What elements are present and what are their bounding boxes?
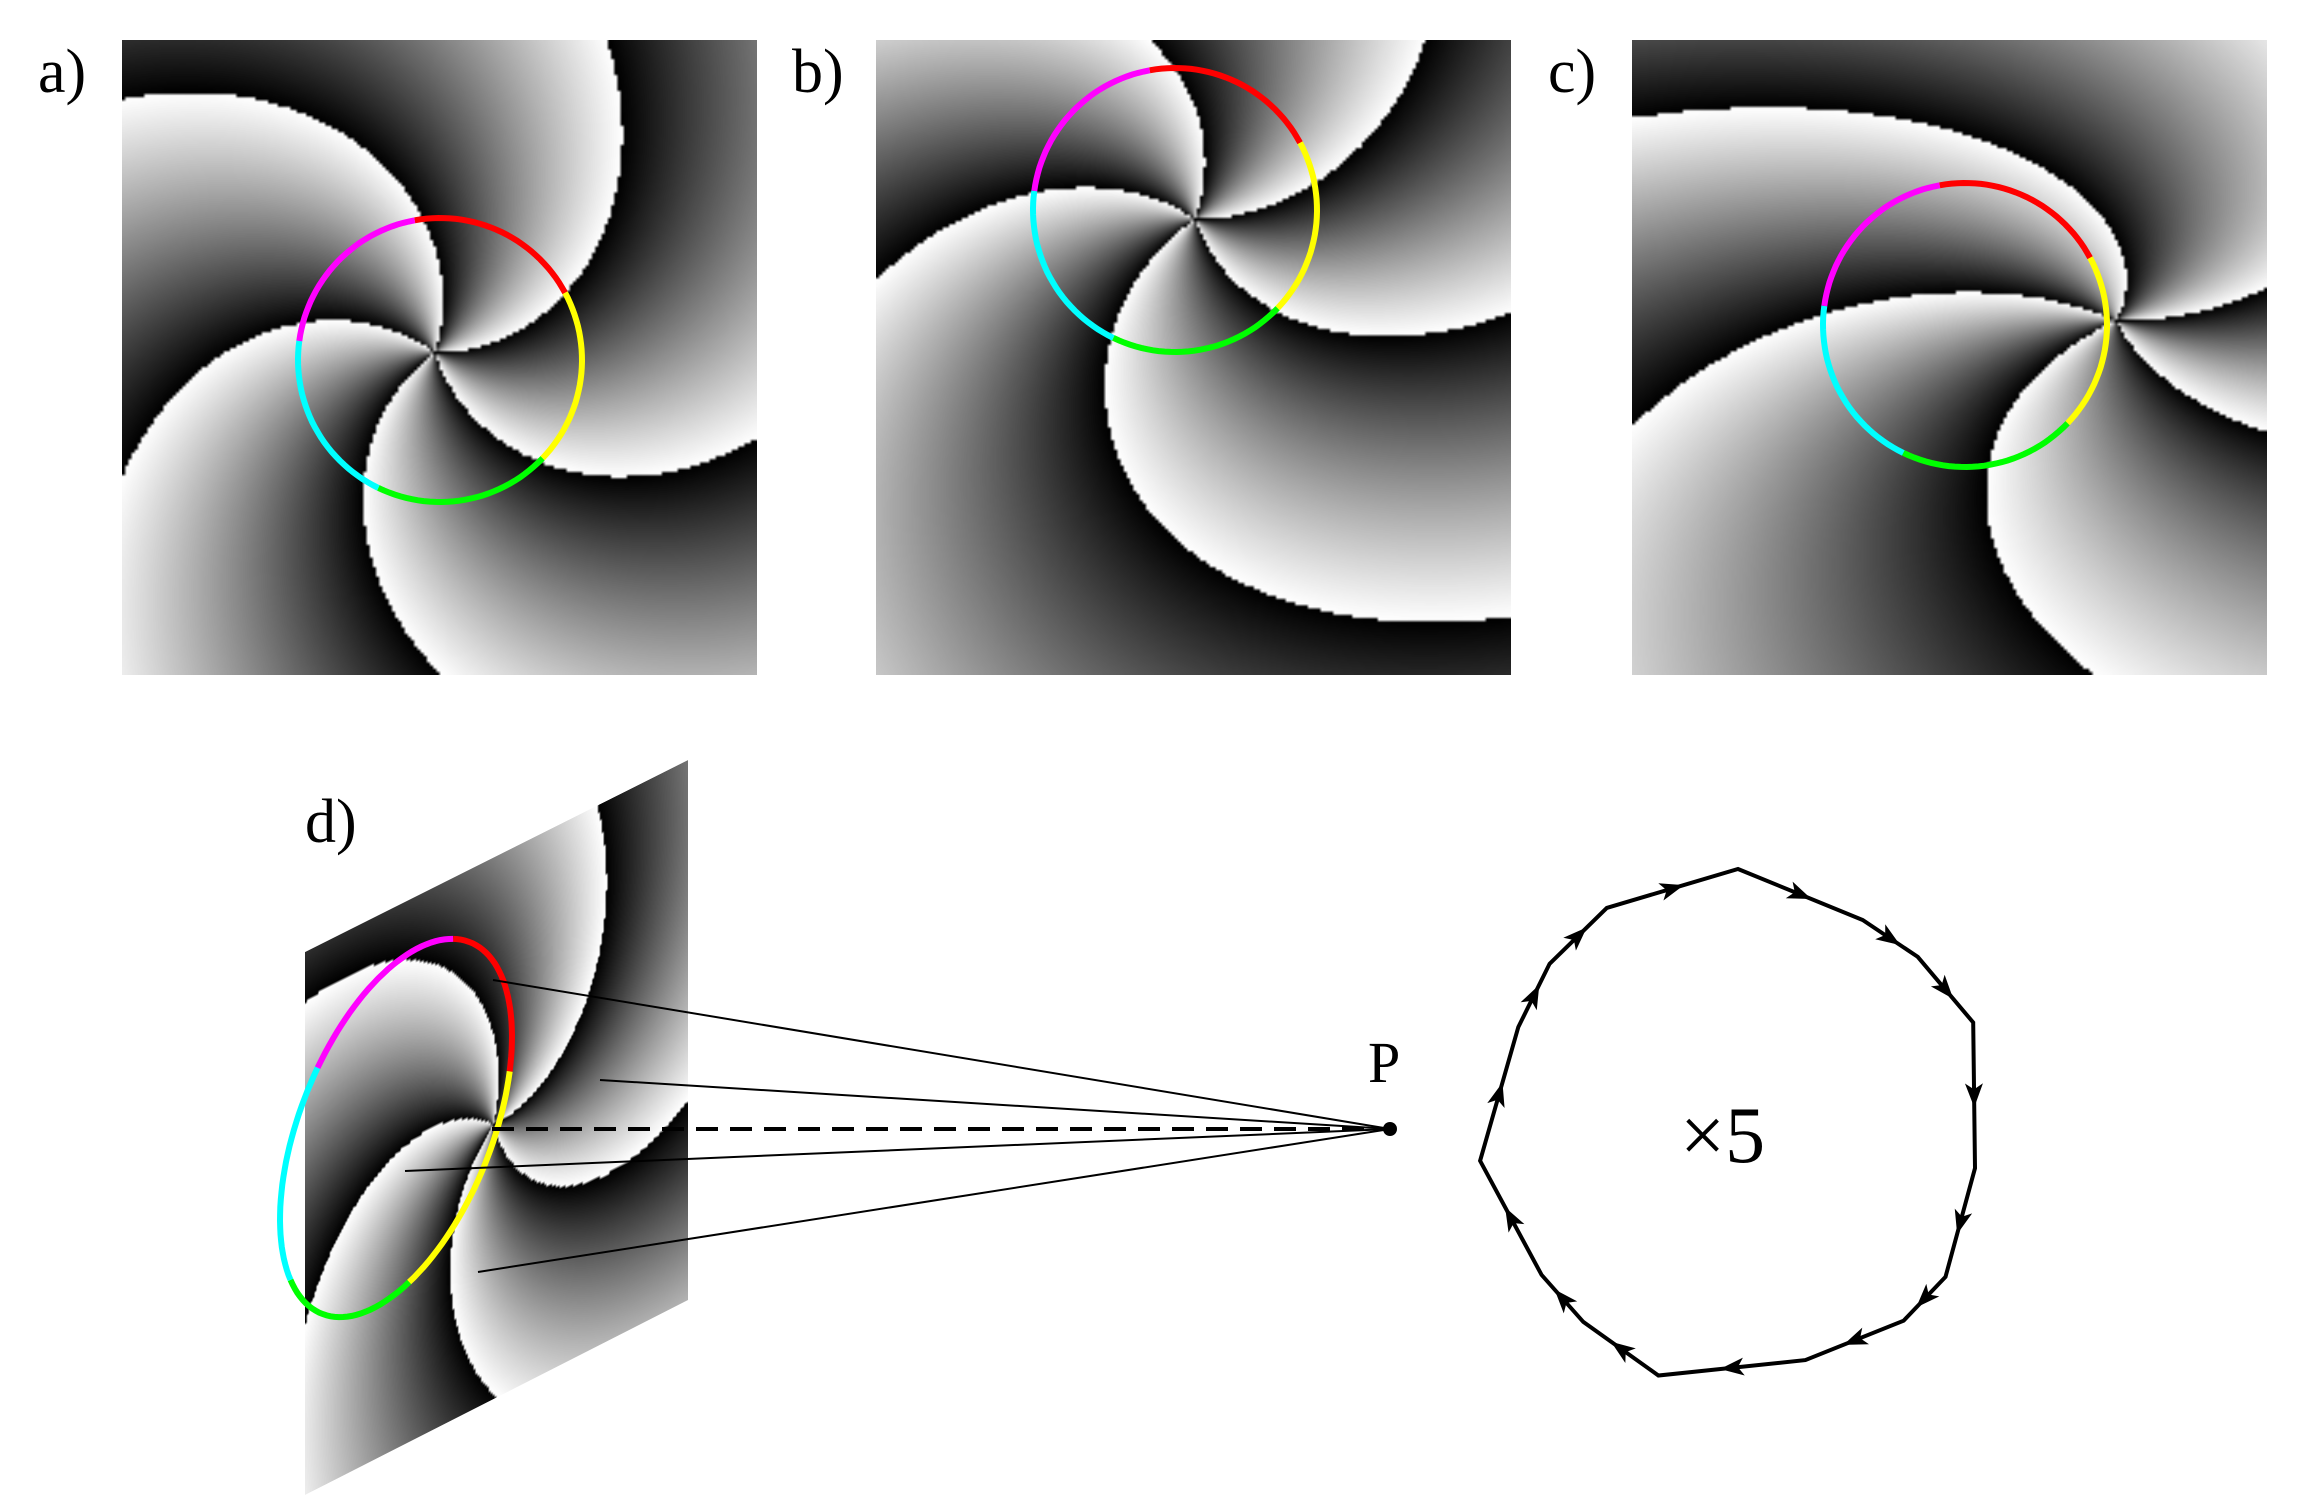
projection-line [477, 1128, 1391, 1273]
arrowhead [1520, 984, 1540, 1011]
phase-map-image [876, 40, 1511, 675]
color-loop-a [294, 214, 586, 506]
panel-label-d: d) [305, 788, 357, 856]
arrowhead [1505, 1207, 1525, 1233]
loop-arc [414, 214, 568, 295]
loop-arc [296, 217, 416, 342]
loop-arc [1112, 306, 1280, 356]
color-loop-b [1029, 64, 1321, 356]
loop-arc [540, 291, 586, 461]
projection-line [599, 1079, 1391, 1130]
arrowhead [1843, 1327, 1869, 1345]
winding-multiplier-label: ×5 [1680, 1092, 1765, 1180]
loop-arc [452, 935, 516, 1072]
projection-line [492, 979, 1391, 1130]
loop-arc [314, 935, 454, 1070]
arrowhead [1554, 1289, 1578, 1314]
loop-arc [1902, 421, 2070, 471]
arrowhead [1954, 1208, 1973, 1235]
projection-lines [404, 979, 1391, 1273]
loop-arc [407, 1070, 513, 1285]
loop-arc [1939, 179, 2093, 260]
loop-arc [294, 340, 380, 491]
panel-label-a: a) [38, 38, 86, 106]
arrowhead [1964, 1083, 1983, 1108]
arrowhead [1930, 974, 1954, 999]
point-p-marker [1383, 1122, 1397, 1136]
panel-label-c: c) [1548, 38, 1596, 106]
panel-label-b: b) [792, 38, 844, 106]
projection-line [404, 1128, 1391, 1172]
loop-arc [287, 1278, 412, 1321]
arrowhead [1785, 881, 1812, 900]
point-p-label: P [1368, 1030, 1400, 1095]
arrowhead [1658, 883, 1684, 901]
winding-arrow-loop [1477, 866, 1983, 1378]
loop-arc [377, 456, 545, 506]
arrowhead [1916, 1283, 1940, 1308]
loop-arc [276, 1066, 321, 1282]
arrowhead [1487, 1082, 1505, 1109]
arrowhead [1563, 927, 1587, 951]
loop-arc [1149, 64, 1303, 145]
loop-arc [1031, 67, 1151, 192]
phase-map-panel-a [122, 40, 757, 675]
loop-arc [1029, 190, 1115, 341]
phase-map-image [122, 40, 757, 675]
color-loop-d [276, 935, 516, 1321]
arrowhead [1611, 1341, 1636, 1363]
loop-arc [1819, 305, 1905, 456]
phase-map-image [1632, 40, 2267, 675]
phase-map-panel-b [876, 40, 1511, 675]
arrowhead [1719, 1357, 1745, 1376]
phase-map-panel-c [1632, 40, 2267, 675]
arrowhead [1875, 924, 1901, 946]
loop-arc [1275, 141, 1321, 311]
loop-arc [1821, 182, 1941, 307]
color-loop-c [1819, 179, 2111, 471]
loop-arc [2065, 256, 2111, 426]
